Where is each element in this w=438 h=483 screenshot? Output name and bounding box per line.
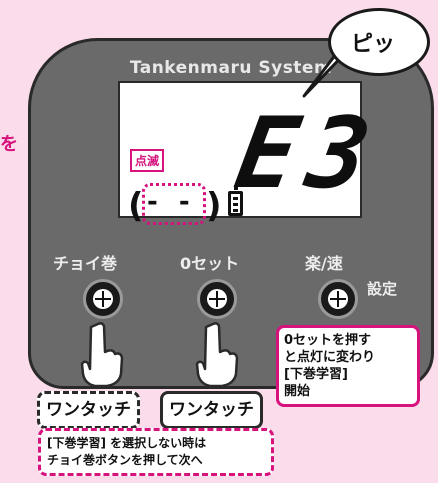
raku-soku-label: 楽/速 [305, 254, 343, 273]
raku-soku-button[interactable] [318, 279, 358, 319]
note-line: チョイ巻ボタンを押して次へ [47, 453, 203, 467]
paren-left: ( [128, 186, 144, 226]
note-line: [下巻学習] を選択しない時は [47, 436, 207, 450]
pointing-hand-icon [195, 322, 239, 388]
beep-text: ピッ [351, 32, 396, 57]
note-line: 開始 [284, 384, 311, 399]
plus-icon [93, 289, 113, 309]
device-title: Tankenmaru System [129, 58, 333, 78]
note-line: と点灯に変わり [284, 350, 376, 365]
battery-icon [228, 187, 243, 216]
choi-maki-button[interactable] [83, 279, 123, 319]
zero-set-button[interactable] [197, 279, 237, 319]
paren-right: ) [206, 186, 222, 226]
plus-icon [207, 289, 227, 309]
page-edge-text: を [0, 134, 18, 155]
setting-label: 設定 [367, 280, 398, 298]
note-line: 0セットを押す [284, 333, 372, 348]
plus-icon [328, 289, 348, 309]
lcd-display: E3 点滅 ( - - ) [118, 81, 390, 225]
choi-maki-label: チョイ巻 [53, 254, 118, 273]
blinking-dashes: - - [147, 187, 196, 217]
error-code: E3 [227, 97, 391, 211]
zero-set-note: 0セットを押す と点灯に変わり [下巻学習] 開始 [276, 325, 420, 407]
note-line: [下巻学習] [284, 367, 348, 382]
one-touch-label-choi: ワンタッチ [37, 391, 140, 429]
blinking-dashes-outline [142, 183, 206, 225]
one-touch-label-zero: ワンタッチ [160, 391, 263, 429]
skip-note: [下巻学習] を選択しない時は チョイ巻ボタンを押して次へ [38, 428, 274, 476]
pointing-hand-icon [80, 322, 124, 388]
zero-set-label: 0セット [180, 254, 240, 273]
speech-bubble [328, 8, 430, 76]
blink-label: 点滅 [130, 149, 165, 172]
